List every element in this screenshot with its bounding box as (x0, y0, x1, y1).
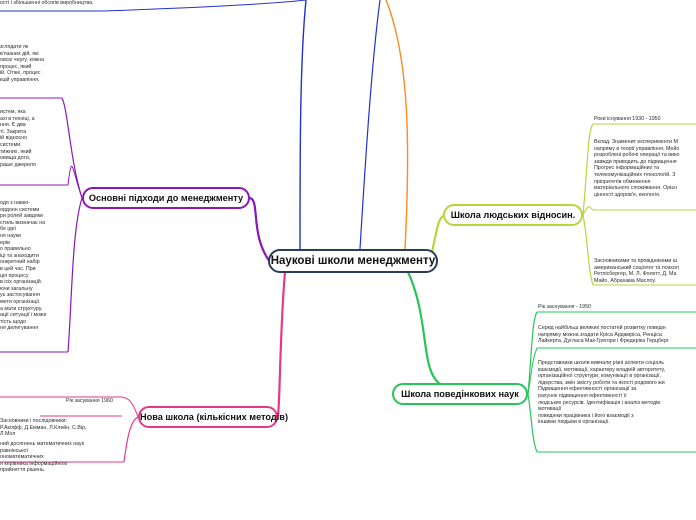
note-line: ує застосування (0, 292, 40, 299)
note-line: системи. (0, 141, 22, 148)
note-line: Рік заснування - 1950 (538, 304, 592, 310)
note-line: ція процесу (0, 272, 29, 279)
note-pov-content[interactable]: Представники школи вивчали різні аспекти… (538, 360, 696, 426)
note-line: ри ролей завдяки (0, 213, 43, 220)
note-top[interactable]: ості і збільшенні обсягів виробництва. (0, 0, 120, 7)
note-line: Підвищення ефективності організації за (538, 386, 637, 393)
note-line: ючи загальну (0, 285, 33, 292)
note-line: Прогрес інформаційних та (594, 165, 660, 172)
link-top-right (385, 0, 409, 250)
note-line: лідерства, змін змісту роботи та якості … (538, 379, 665, 386)
note-line: Засновники і послідовники: (0, 418, 67, 424)
note-line: Ретлісбергер, М. Л. Фолетт, Д. Ма (594, 271, 677, 278)
note-line: Представники школи вивчали різні аспекти… (538, 360, 665, 366)
note-line: Роки існування 1930 - 1950 (594, 116, 661, 122)
topic-nova-shkola[interactable]: Нова школа (кількісних методів) (138, 406, 288, 428)
note-line: ості і збільшенні обсягів виробництва. (0, 0, 94, 6)
note-line: овища доти, (0, 155, 31, 162)
note-line: тість щодо (0, 318, 27, 325)
note-line: процес, який (0, 63, 32, 70)
note-line: тижних, який (0, 148, 32, 155)
note-line: в'язаних дій, які (0, 50, 39, 57)
note-line: мотивації (538, 406, 562, 413)
note-line: Лайкерта, Дугласа Мак-Грегори і Фредерік… (538, 338, 669, 345)
note-line: взаємодії, мотивації, характеру владиїй … (538, 366, 666, 373)
note-line: ій. Отже, процес (0, 70, 41, 77)
note-line: ордонн системи (0, 206, 40, 213)
note-nova-year[interactable]: Рік засування 1960 (66, 398, 136, 405)
note-pov-year[interactable]: Рік заснування - 1950 (538, 304, 658, 311)
topic-shkola-povedinkovyh-nauk[interactable]: Школа поведінкових наук (392, 383, 528, 405)
link-lyudskyh (430, 213, 446, 253)
note-line: в ісіх організацій. (0, 279, 43, 286)
note-line: людських ресурсів. Ідентифікація і аналі… (538, 399, 661, 406)
note-line: матеріального споживання. Орієн (594, 185, 677, 192)
note-line: прийняття рішень. (0, 467, 46, 474)
note-line: американський соціолог та психол (594, 264, 679, 271)
link-top-left (299, 0, 307, 250)
note-line: овсю чергу, кожна (0, 57, 45, 64)
topic-shkola-lyudskyh-vidnosyn[interactable]: Школа людських відносин. (443, 204, 583, 226)
note-line: ономатематичних (0, 454, 44, 461)
link-osnovni (249, 196, 271, 263)
note-line: організаційної структури, комунікації в … (538, 373, 661, 380)
note-line: ахі в техніці, а (0, 115, 35, 122)
note-line: Засновниками та провідниками ш (594, 258, 678, 264)
note-line: Вклад. Знаменит експерименти М (594, 139, 678, 145)
note-line: ті. Закрита (0, 128, 27, 135)
note-line: напрямку можна згадати Кріса Арджиріса, … (538, 331, 662, 338)
note-line: Л.Мол (0, 431, 16, 438)
note-line: ій відносно (0, 135, 28, 142)
note-line: завжди приводить до підвищення (594, 158, 677, 165)
note-line: онкретний набір (0, 259, 40, 266)
central-topic[interactable]: Наукові школи менеджменту (268, 249, 438, 273)
note-line: телекомунікаційних технологій. З (594, 171, 676, 178)
note-line: Серед найбільш великих постатей розвитку… (538, 325, 666, 331)
note-line: іці та знаходити (0, 252, 39, 259)
note-line: напряму в теорії управління. Мейо (594, 145, 680, 152)
note-line: стиль визначає на (0, 219, 46, 226)
link-povedinkovyh (406, 271, 441, 385)
note-line: о правильно (0, 246, 31, 253)
note-line: ня делегування (0, 325, 39, 332)
note-nova-founders[interactable]: Засновники і послідовники:Р.Акофф, Д.Емм… (0, 418, 130, 438)
note-line: пріоритетів обмеження (594, 178, 651, 185)
note-line: бе ідеї (0, 226, 17, 233)
note-line: мети організації. (0, 298, 41, 305)
note-line: я керівника інформаційною (0, 460, 68, 467)
note-line: зглядати як (0, 44, 29, 50)
note-line: рахунок підвищення ефективності її (538, 392, 627, 399)
note-line: в цей час. При (0, 265, 36, 272)
link-top-mid (359, 0, 381, 250)
topic-osnovni-pidkhody[interactable]: Основні підходи до менеджменту (82, 187, 250, 209)
note-line: ації ситуації і може (0, 312, 47, 319)
note-lyud-years[interactable]: Роки існування 1930 - 1950 (594, 116, 696, 123)
note-line: ний досягнень математичних наук (0, 441, 85, 447)
note-line: Рік засування 1960 (66, 398, 113, 404)
note-line: кцій управління. (0, 76, 40, 83)
note-line: іншими людьми в організації. (538, 419, 610, 426)
note-line: одя з навко- (0, 200, 30, 206)
note-line: ня науки (0, 232, 22, 239)
note-line: Р.Акофф, Д.Емман, Л.Клейн, С.Вір, (0, 424, 87, 431)
note-line: а мати структуру, (0, 305, 43, 312)
note-line: розроблені робочі операції та вико (594, 152, 680, 159)
note-pov-figures[interactable]: Серед найбільш великих постатей розвитку… (538, 325, 696, 345)
note-line: ерів (0, 239, 10, 246)
note-line: Майо, Абрахама Маслоу. (594, 277, 657, 284)
note-line: ння. Є два (0, 122, 26, 129)
link-nova (276, 271, 287, 417)
note-line: поведінки працівника і його взаємодії з (538, 412, 634, 419)
note-line: раше джерело (0, 161, 36, 168)
note-line: цінності здоров'я, екологія. (594, 191, 661, 198)
note-line: истем, яка (0, 109, 26, 115)
note-line: равнінської (0, 447, 28, 454)
